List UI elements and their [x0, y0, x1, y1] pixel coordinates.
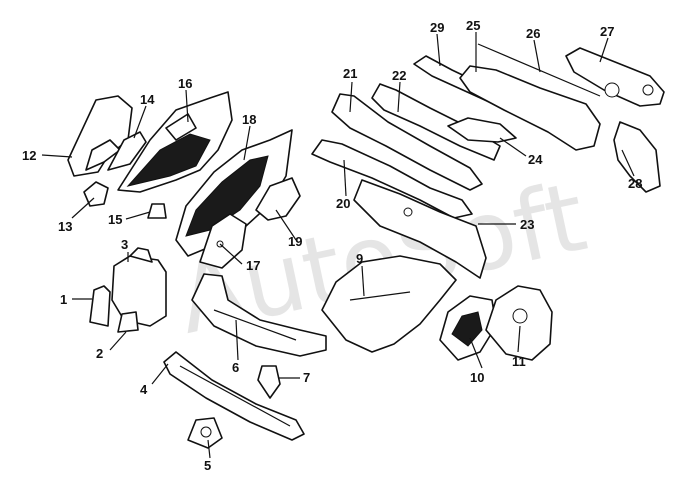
label-24: 24: [528, 152, 543, 167]
part-2-bracket: [117, 311, 139, 333]
label-21: 21: [343, 66, 357, 81]
label-11: 11: [512, 354, 526, 369]
part-13-bracket: [83, 181, 109, 207]
label-5: 5: [204, 458, 211, 473]
label-9: 9: [356, 251, 363, 266]
label-26: 26: [526, 26, 540, 41]
part-3-reservoir: [111, 247, 167, 327]
part-19-bracket: [255, 177, 301, 221]
part-18-apron-rear: [175, 129, 293, 257]
part-6-crossmember: [191, 273, 327, 357]
label-20: 20: [336, 196, 350, 211]
part-1-bracket: [89, 285, 111, 327]
part-4-crossmember: [163, 351, 305, 441]
label-7: 7: [303, 370, 310, 385]
part-7-bracket: [257, 365, 281, 399]
part-22-cowl: [371, 83, 501, 161]
label-23: 23: [520, 217, 534, 232]
label-6: 6: [232, 360, 239, 375]
part-17-bracket: [199, 213, 247, 269]
part-25-cowl-grille: [459, 65, 601, 151]
label-19: 19: [288, 234, 302, 249]
label-1: 1: [60, 292, 67, 307]
part-27-wiper-motor: [565, 47, 665, 107]
label-13: 13: [58, 219, 72, 234]
part-24-bracket: [447, 117, 517, 143]
label-16: 16: [178, 76, 192, 91]
part-23-dash-panel: [353, 179, 487, 279]
part-9-wheelhouse: [321, 255, 457, 353]
label-25: 25: [466, 18, 480, 33]
part-15-clip: [147, 203, 167, 219]
label-2: 2: [96, 346, 103, 361]
label-27: 27: [600, 24, 614, 39]
label-10: 10: [470, 370, 484, 385]
part-26-seal: [477, 43, 601, 97]
label-22: 22: [392, 68, 406, 83]
label-14: 14: [140, 92, 155, 107]
part-10-strut-tower: [439, 295, 497, 361]
label-12: 12: [22, 148, 36, 163]
part-14-bracket: [107, 131, 147, 171]
part-28-bracket: [613, 121, 661, 193]
label-4: 4: [140, 382, 148, 397]
part-11-strut-tower: [485, 285, 553, 361]
label-18: 18: [242, 112, 256, 127]
label-29: 29: [430, 20, 444, 35]
label-15: 15: [108, 212, 122, 227]
part-5-mount: [187, 417, 223, 449]
label-17: 17: [246, 258, 260, 273]
label-28: 28: [628, 176, 642, 191]
label-3: 3: [121, 237, 128, 252]
part-20-dash-rail: [311, 139, 473, 219]
part-number-labels: 1 2 3 4 5 6 7 9 10 11 12 13 14 15 16 17 …: [22, 18, 642, 473]
leader-lines: [41, 32, 635, 459]
